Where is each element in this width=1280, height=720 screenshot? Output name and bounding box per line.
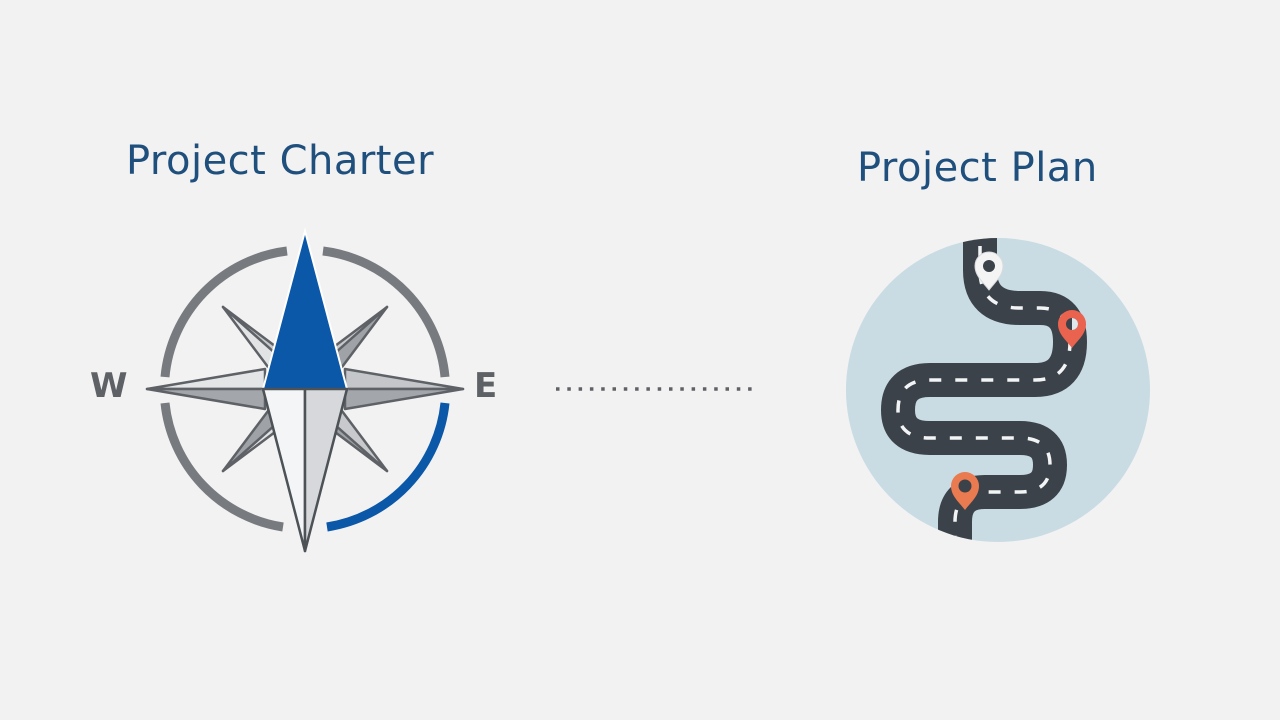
east-label: E (474, 366, 498, 406)
end-pin-icon (951, 472, 979, 510)
winding-road-icon (846, 238, 1150, 542)
compass-icon (145, 227, 465, 553)
dotted-connector (556, 387, 758, 391)
project-plan-title: Project Plan (857, 145, 1098, 191)
project-charter-title: Project Charter (126, 138, 435, 184)
mid-pin-icon (1058, 310, 1086, 348)
west-label: W (90, 366, 128, 406)
start-pin-icon (974, 251, 1004, 291)
